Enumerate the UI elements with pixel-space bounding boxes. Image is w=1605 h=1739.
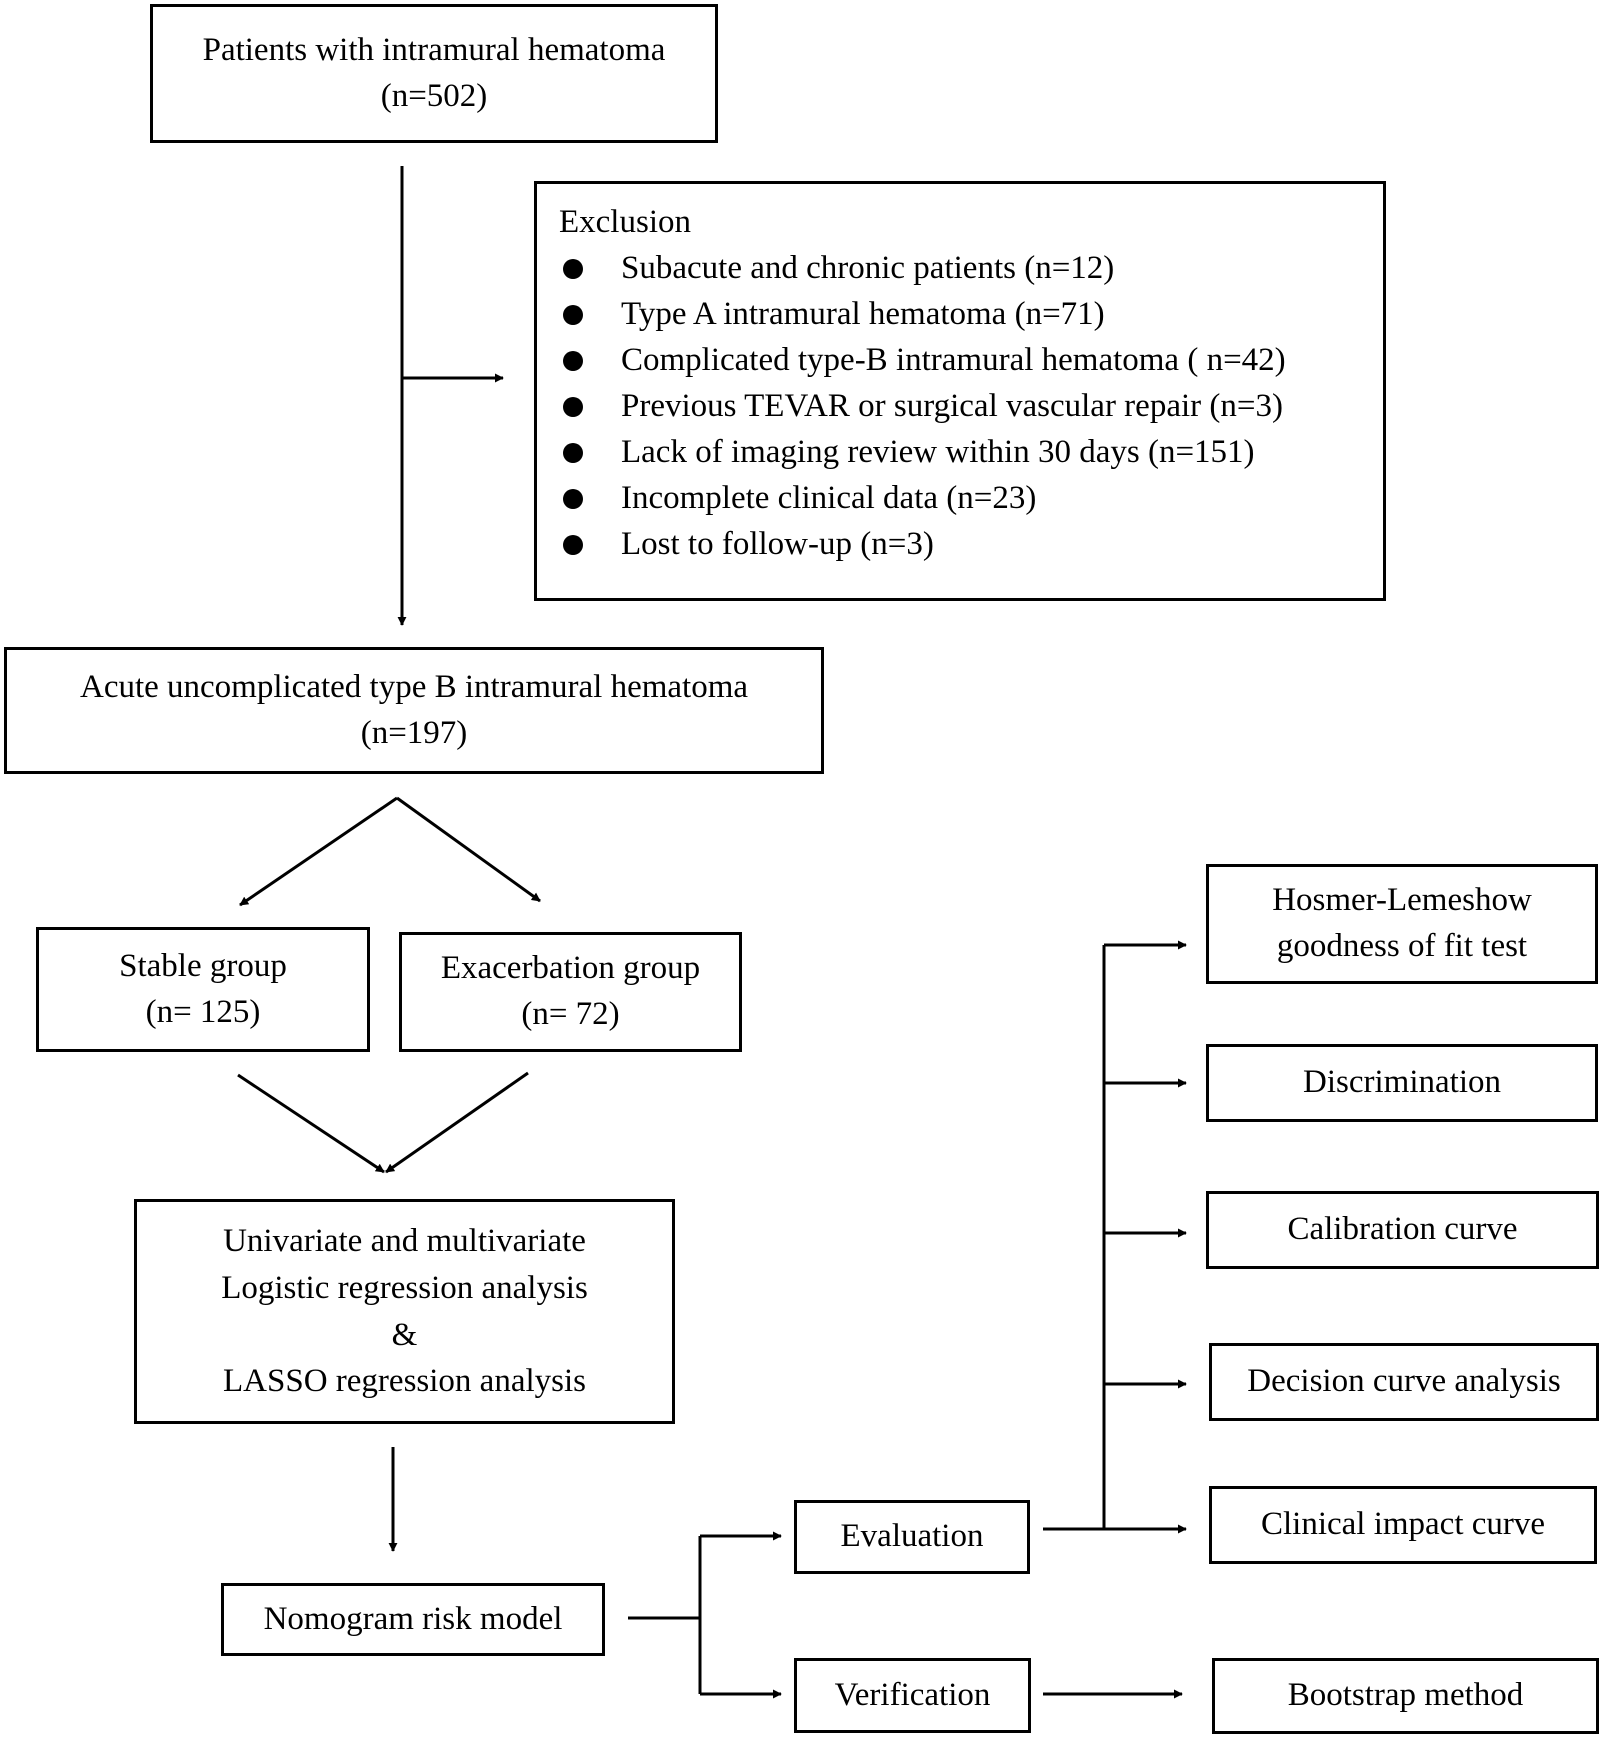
patients-title: Patients with intramural hematoma (202, 31, 666, 68)
exacerbation-group-box: Exacerbation group (n= 72) (399, 932, 742, 1052)
regression-line-4: LASSO regression analysis (223, 1363, 586, 1400)
exclusion-item: Lost to follow-up (n=3) (559, 522, 1363, 568)
exclusion-item: Type A intramural hematoma (n=71) (559, 292, 1363, 338)
decision-curve-box: Decision curve analysis (1209, 1343, 1599, 1421)
exacerbation-count: (n= 72) (521, 996, 620, 1032)
arrow-to-exacerbation (396, 796, 541, 903)
discrimination-box: Discrimination (1206, 1044, 1598, 1122)
stable-title: Stable group (119, 947, 287, 984)
hosmer-line-1: Hosmer-Lemeshow (1272, 882, 1532, 919)
exclusion-item: Complicated type-B intramural hematoma (… (559, 338, 1363, 384)
bootstrap-label: Bootstrap method (1287, 1677, 1524, 1714)
exacerbation-title: Exacerbation group (440, 950, 701, 987)
stable-count: (n= 125) (145, 993, 261, 1030)
nomogram-label: Nomogram risk model (263, 1600, 563, 1637)
exclusion-item: Incomplete clinical data (n=23) (559, 476, 1363, 522)
verification-box: Verification (794, 1658, 1031, 1733)
clinical-impact-box: Clinical impact curve (1209, 1486, 1597, 1564)
bootstrap-box: Bootstrap method (1212, 1658, 1599, 1734)
regression-line-2: Logistic regression analysis (221, 1269, 588, 1306)
regression-line-3: & (391, 1316, 418, 1353)
decision-label: Decision curve analysis (1247, 1363, 1561, 1400)
verification-label: Verification (834, 1676, 991, 1713)
arrow-from-exacerbation (385, 1071, 529, 1174)
discrimination-label: Discrimination (1303, 1064, 1501, 1101)
calibration-label: Calibration curve (1287, 1211, 1518, 1248)
acute-count: (n=197) (360, 714, 468, 751)
nomogram-box: Nomogram risk model (221, 1583, 605, 1656)
exclusion-item: Previous TEVAR or surgical vascular repa… (559, 384, 1363, 430)
patients-box: Patients with intramural hematoma (n=502… (150, 4, 718, 143)
arrow-to-stable (239, 796, 398, 907)
exclusion-heading: Exclusion (559, 204, 691, 240)
clinical-label: Clinical impact curve (1260, 1506, 1546, 1543)
regression-line-1: Univariate and multivariate (223, 1222, 586, 1259)
arrow-from-stable (237, 1073, 385, 1174)
exclusion-item: Subacute and chronic patients (n=12) (559, 246, 1363, 292)
calibration-curve-box: Calibration curve (1206, 1191, 1599, 1269)
regression-box: Univariate and multivariate Logistic reg… (134, 1199, 675, 1424)
evaluation-box: Evaluation (794, 1500, 1030, 1574)
hosmer-line-2: goodness of fit test (1276, 928, 1528, 964)
acute-box: Acute uncomplicated type B intramural he… (4, 647, 824, 774)
exclusion-list: Subacute and chronic patients (n=12) Typ… (559, 246, 1363, 568)
acute-title: Acute uncomplicated type B intramural he… (79, 668, 749, 705)
exclusion-box: Exclusion Subacute and chronic patients … (534, 181, 1386, 601)
stable-group-box: Stable group (n= 125) (36, 927, 370, 1052)
exclusion-item: Lack of imaging review within 30 days (n… (559, 430, 1363, 476)
hosmer-lemeshow-box: Hosmer-Lemeshow goodness of fit test (1206, 864, 1598, 984)
evaluation-label: Evaluation (840, 1518, 984, 1555)
patients-count: (n=502) (380, 77, 488, 114)
